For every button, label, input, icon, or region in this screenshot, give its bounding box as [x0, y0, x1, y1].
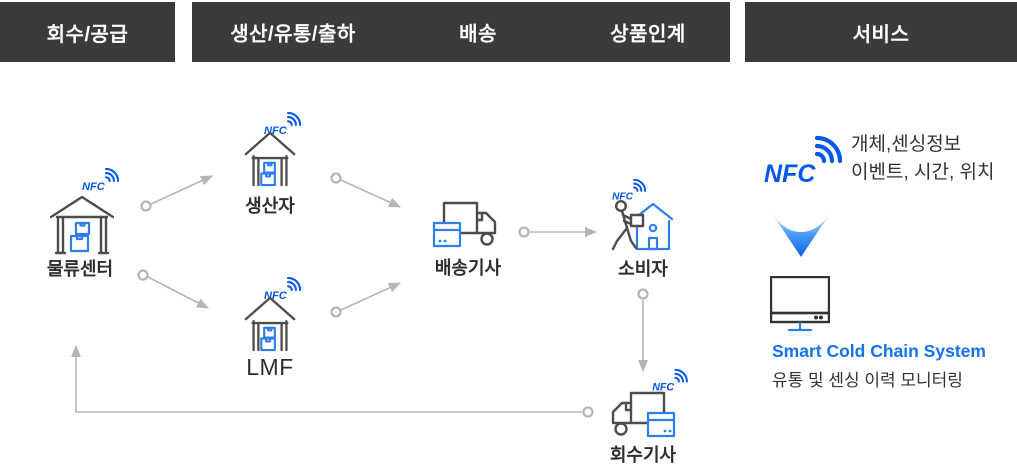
connector-delivery-to-consumer — [518, 226, 597, 238]
svg-text:NFC: NFC — [612, 191, 634, 202]
connector-logistics-to-producer — [140, 175, 213, 212]
nfc-info-text: 개체,센싱정보 이벤트, 시간, 위치 — [851, 131, 994, 187]
nfc-icon: NFC — [264, 111, 302, 142]
return-truck-icon — [604, 390, 676, 447]
down-arrow-icon — [772, 214, 830, 263]
node-label-recovery-driver: 회수기사 — [609, 445, 677, 465]
nfc-icon: NFC — [612, 178, 647, 207]
nfc-icon-large: NFC — [764, 131, 844, 192]
header-middle-bar: 생산/유통/출하 배송 상품인계 — [192, 2, 730, 62]
svg-text:NFC: NFC — [264, 125, 288, 137]
header-label-handover: 상품인계 — [610, 23, 686, 46]
warehouse-icon — [49, 194, 115, 261]
connector-lmf-to-delivery — [330, 282, 401, 318]
connector-consumer-to-recovery — [637, 288, 649, 372]
nfc-icon: NFC — [82, 167, 120, 198]
connector-logistics-to-lmf — [137, 269, 209, 309]
header-label-production: 생산/유통/출하 — [230, 23, 356, 46]
node-label-producer: 생산자 — [245, 196, 295, 216]
svg-text:NFC: NFC — [764, 160, 816, 187]
nfc-info-line-1: 개체,센싱정보 — [851, 134, 962, 155]
consumer-icon — [610, 198, 674, 261]
header-label: 회수/공급 — [46, 23, 129, 46]
svg-text:NFC: NFC — [82, 181, 106, 193]
header-service: 서비스 — [745, 2, 1017, 62]
connector-producer-to-delivery — [330, 172, 401, 208]
header-label-delivery: 배송 — [459, 23, 497, 46]
monitor-icon — [769, 275, 831, 338]
system-title: Smart Cold Chain System — [772, 341, 986, 361]
node-label-delivery-driver: 배송기사 — [434, 258, 502, 278]
delivery-truck-icon — [432, 200, 504, 257]
house-icon — [244, 295, 296, 358]
header-recovery-supply: 회수/공급 — [0, 2, 175, 62]
nfc-info-line-2: 이벤트, 시간, 위치 — [851, 162, 995, 183]
header-label: 서비스 — [852, 23, 910, 46]
node-label-lmf: LMF — [246, 354, 294, 380]
node-label-consumer: 소비자 — [618, 259, 668, 279]
nfc-icon: NFC — [652, 368, 688, 398]
system-subtitle: 유통 및 센싱 이력 모니터링 — [772, 371, 963, 390]
node-label-logistics-center: 물류센터 — [46, 259, 114, 279]
connector-recovery-to-logistics — [71, 345, 594, 418]
house-icon — [244, 130, 296, 193]
svg-text:NFC: NFC — [652, 381, 674, 393]
